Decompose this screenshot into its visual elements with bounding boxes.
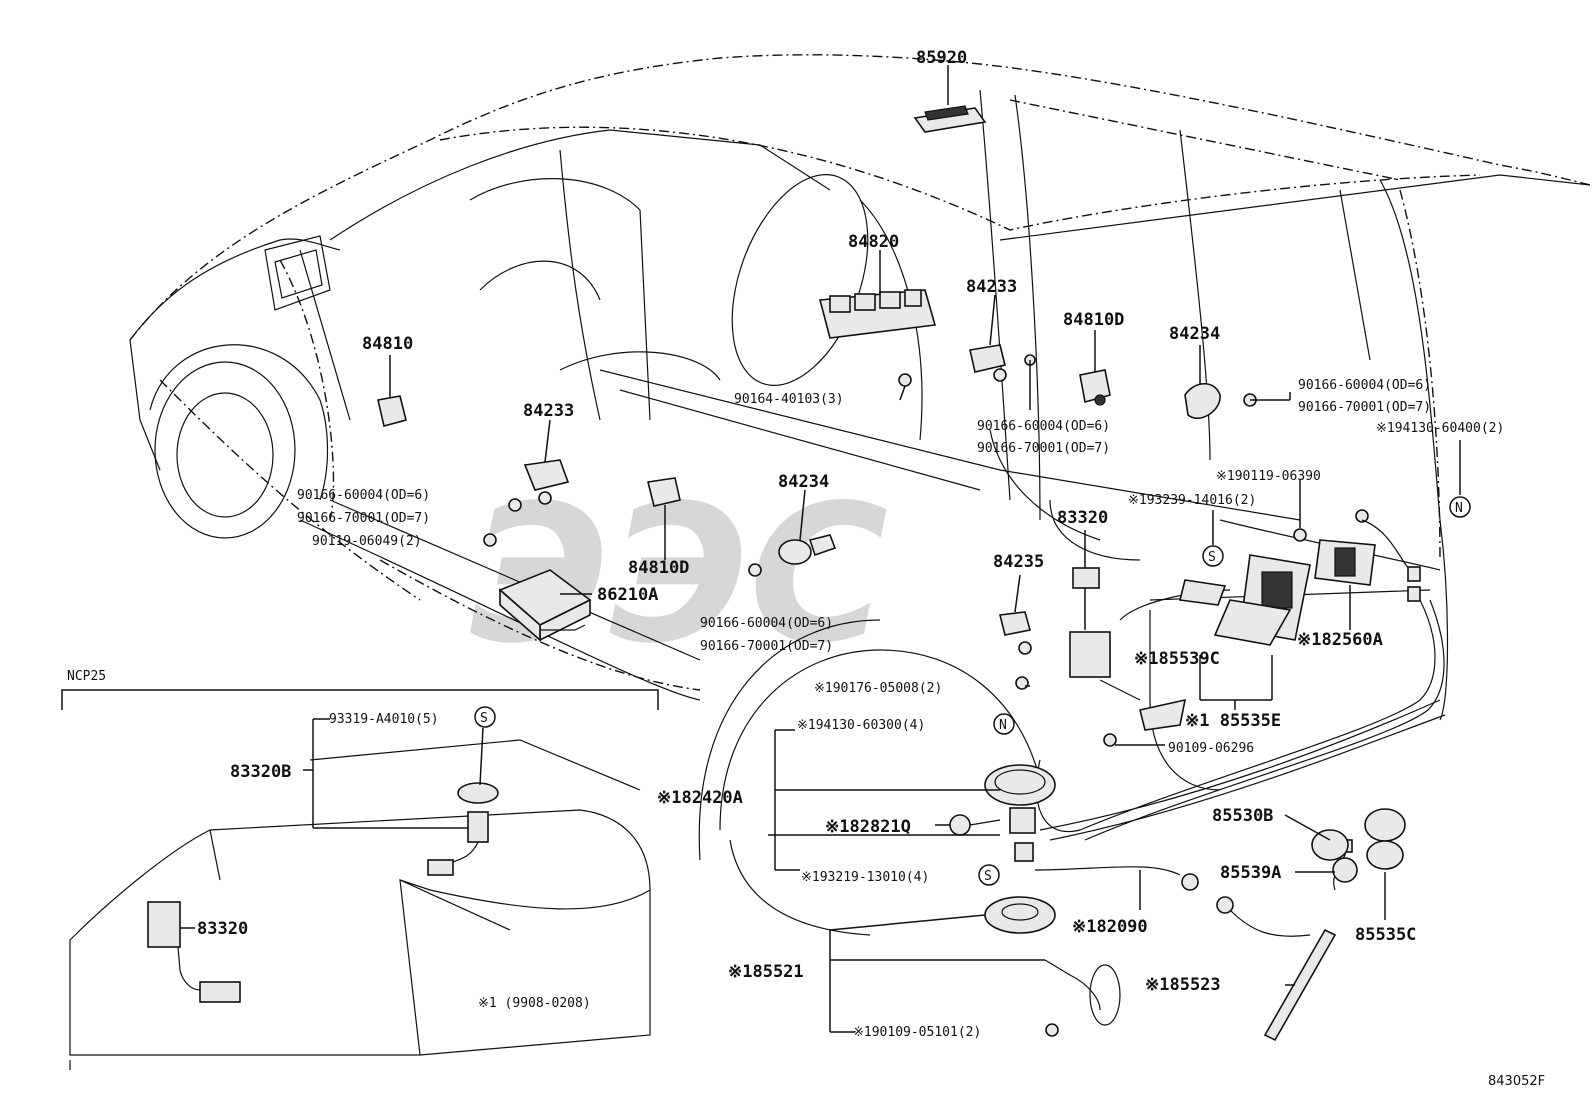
label-94130-60400: ※194130-60400(2) [1376, 421, 1504, 436]
label-90166-60004-a: 90166-60004(OD=6) [297, 488, 430, 503]
label-90164-40103: 90164-40103(3) [734, 392, 844, 407]
label-90166-60004-c: 90166-60004(OD=6) [1298, 378, 1431, 393]
label-85530b: 85530B [1212, 806, 1273, 826]
label-94130-60300: ※194130-60300(4) [797, 718, 925, 733]
n-marker: N [999, 718, 1007, 733]
label-84234-middle: 84234 [778, 472, 829, 492]
label-185535e: ※1 85535E [1185, 711, 1281, 731]
label-90166-70001-c: 90166-70001(OD=7) [1298, 400, 1431, 415]
label-84810d-upper: 84810D [1063, 310, 1124, 330]
label-93219-13010: ※193219-13010(4) [801, 870, 929, 885]
inset-footnote: ※1 (9908-0208) [478, 996, 591, 1011]
label-93319-a4010: 93319-A4010(5) [329, 712, 439, 727]
label-90109-05101: ※190109-05101(2) [853, 1025, 981, 1040]
label-90109-06296: 90109-06296 [1168, 741, 1254, 756]
label-83320-inset: 83320 [197, 919, 248, 939]
diagram-code: 843052F [1488, 1074, 1545, 1089]
label-84820: 84820 [848, 232, 899, 252]
s-marker: S [480, 711, 488, 726]
label-84810: 84810 [362, 334, 413, 354]
label-182090: ※182090 [1072, 917, 1148, 937]
label-85539a: 85539A [1220, 863, 1281, 883]
label-90176-05008: ※190176-05008(2) [814, 681, 942, 696]
label-90119-06390: ※190119-06390 [1216, 469, 1321, 484]
marker-glyphs: S S S N N [480, 501, 1463, 884]
label-185523: ※185523 [1145, 975, 1221, 995]
label-90166-70001-b: 90166-70001(OD=7) [977, 441, 1110, 456]
component-shapes [377, 105, 1471, 1042]
leader-lines [389, 65, 1461, 1033]
label-185539c: ※185539C [1134, 649, 1220, 669]
inset-title: NCP25 [67, 669, 106, 684]
label-83320b: 83320B [230, 762, 291, 782]
label-84810d-middle: 84810D [628, 558, 689, 578]
label-182821q: ※182821Q [825, 817, 911, 837]
label-84233-upper: 84233 [966, 277, 1017, 297]
s-marker: S [1208, 550, 1216, 565]
inset-ncp25 [61, 689, 659, 1070]
n-marker: N [1455, 501, 1463, 516]
label-84233-left: 84233 [523, 401, 574, 421]
label-182560a: ※182560A [1297, 630, 1383, 650]
label-90166-70001-d: 90166-70001(OD=7) [700, 639, 833, 654]
label-90119-06049: 90119-06049(2) [312, 534, 422, 549]
label-90166-70001-a: 90166-70001(OD=7) [297, 511, 430, 526]
bolt-labels: 90164-40103(3) 90166-60004(OD=6) 90166-7… [297, 378, 1504, 1040]
label-185521: ※185521 [728, 962, 804, 982]
label-84235: 84235 [993, 552, 1044, 572]
label-182420a: ※182420A [657, 788, 743, 808]
vehicle-outline [129, 54, 1591, 936]
s-marker: S [984, 869, 992, 884]
label-93239-14016: ※193239-14016(2) [1128, 493, 1256, 508]
label-85920: 85920 [916, 48, 967, 68]
label-85535c: 85535C [1355, 925, 1416, 945]
label-84234-upper: 84234 [1169, 324, 1220, 344]
label-86210a: 86210A [597, 585, 658, 605]
label-90166-60004-b: 90166-60004(OD=6) [977, 419, 1110, 434]
label-83320: 83320 [1057, 508, 1108, 528]
part-labels: 85920 84820 84233 84810D 84234 84810 842… [197, 48, 1416, 995]
label-90166-60004-d: 90166-60004(OD=6) [700, 616, 833, 631]
